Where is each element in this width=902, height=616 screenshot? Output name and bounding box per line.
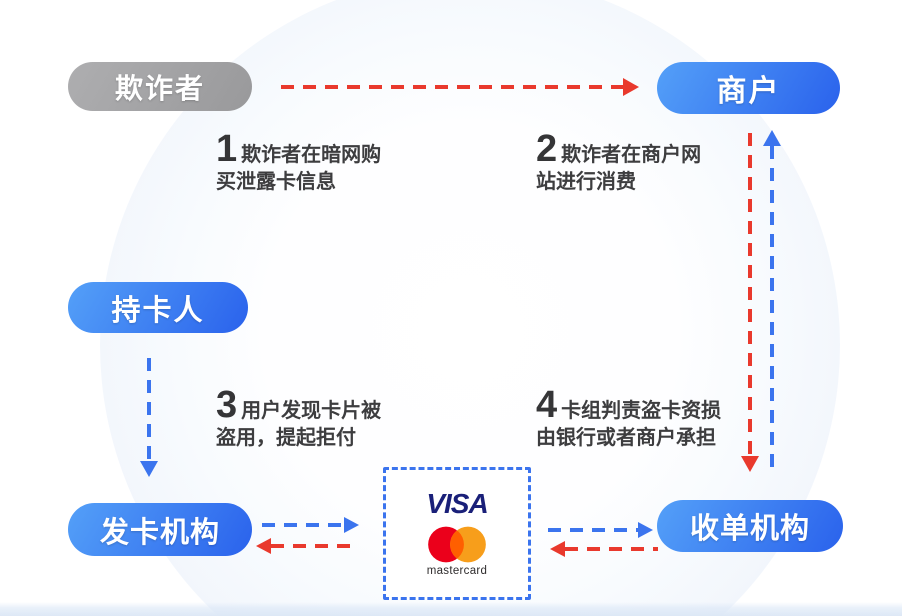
arrow-line [147, 358, 151, 461]
mastercard-label: mastercard [426, 565, 488, 577]
node-issuer-label: 发卡机构 [99, 516, 220, 549]
arrow-line [565, 547, 658, 551]
visa-logo: VISA [426, 488, 488, 519]
node-cardholder: 持卡人 [68, 282, 248, 333]
arrow-line [271, 544, 352, 548]
arrow-line [281, 85, 623, 89]
arrow-head-left-icon [256, 538, 271, 554]
arrow-head-right-icon [344, 517, 359, 533]
step-4-number: 4 [536, 384, 558, 426]
step-1-number: 1 [216, 128, 238, 170]
arrow-head-up-icon [763, 130, 781, 146]
step-3-line2: 盗用，提起拒付 [216, 427, 356, 449]
node-cardholder-label: 持卡人 [111, 294, 205, 327]
step-1-line1: 欺诈者在暗网购 [241, 144, 382, 166]
step-2-line2: 站进行消费 [536, 171, 636, 193]
node-fraudster-label: 欺诈者 [114, 72, 205, 104]
step-4-line2: 由银行或者商户承担 [536, 427, 716, 449]
node-fraudster: 欺诈者 [68, 62, 252, 111]
step-4-line1: 卡组判责盗卡资损 [561, 400, 722, 422]
arrow-head-down-icon [140, 461, 158, 477]
step-1-line2: 买泄露卡信息 [216, 171, 336, 193]
arrow-line [262, 523, 344, 527]
node-issuer: 发卡机构 [68, 503, 252, 556]
step-2-line1: 欺诈者在商户网 [561, 144, 702, 166]
card-network-box: VISA mastercard [383, 467, 531, 600]
node-acquirer-label: 收单机构 [689, 513, 810, 545]
node-acquirer: 收单机构 [657, 500, 843, 552]
arrow-head-right-icon [638, 522, 653, 538]
step-3-number: 3 [216, 384, 238, 426]
step-3-line1: 用户发现卡片被 [241, 400, 382, 422]
arrow-line [770, 146, 774, 470]
arrow-line [548, 528, 638, 532]
arrow-line [748, 133, 752, 456]
mastercard-icon [428, 526, 486, 563]
step-2-number: 2 [536, 128, 558, 170]
arrow-head-down-icon [741, 456, 759, 472]
node-merchant-label: 商户 [716, 75, 781, 108]
arrow-head-left-icon [550, 541, 565, 557]
bottom-accent-band [0, 602, 902, 616]
arrow-head-right-icon [623, 78, 639, 96]
node-merchant: 商户 [657, 62, 840, 114]
